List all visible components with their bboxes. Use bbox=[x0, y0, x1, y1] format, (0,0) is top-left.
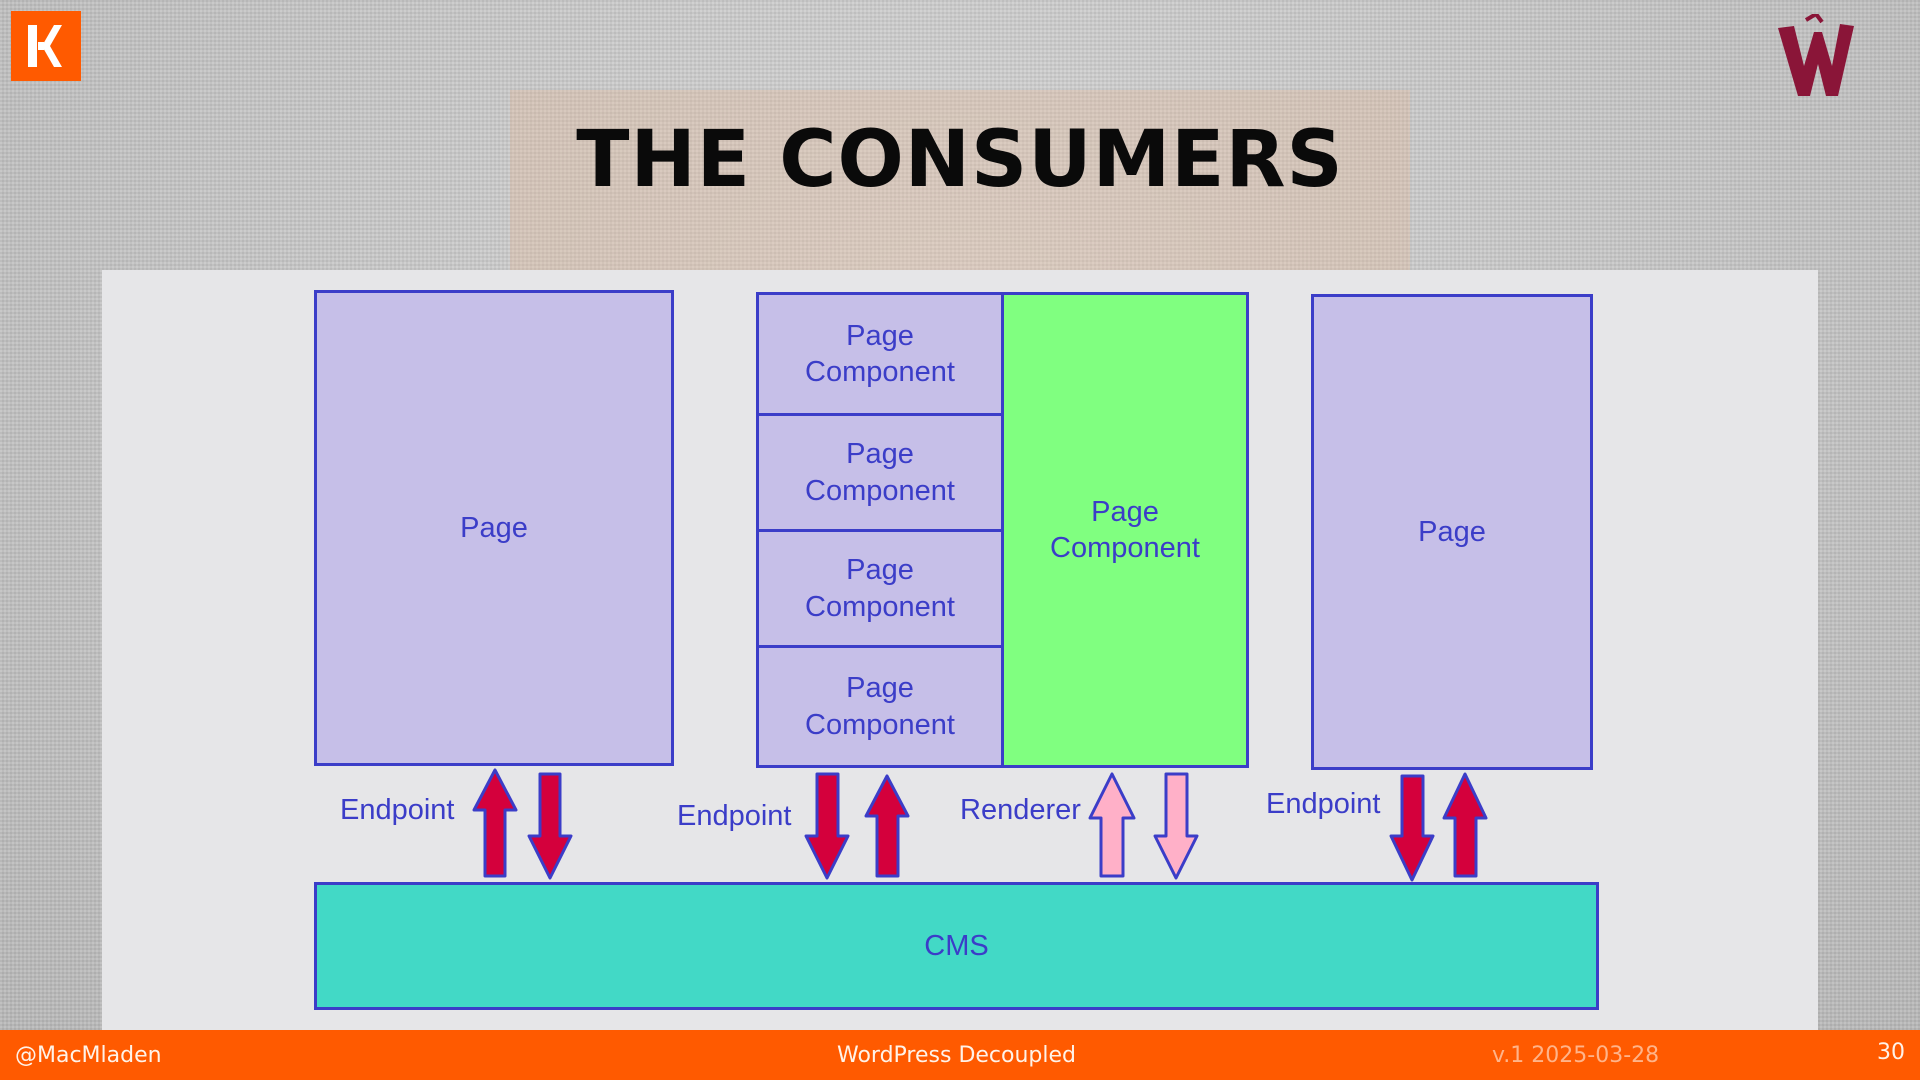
arrow-up-red-4 bbox=[1442, 772, 1488, 878]
footer-page-number: 30 bbox=[1877, 1040, 1905, 1065]
right-page-box: Page bbox=[1311, 294, 1593, 770]
cms-box: CMS bbox=[314, 882, 1599, 1010]
arrow-down-red-1 bbox=[527, 772, 573, 880]
arrow-down-red-4 bbox=[1389, 774, 1435, 882]
arrow-down-red-2 bbox=[804, 772, 850, 880]
renderer-label: Renderer bbox=[960, 794, 1081, 826]
footer-handle: @MacMladen bbox=[15, 1043, 162, 1068]
w-logo-icon bbox=[1778, 14, 1854, 96]
footer-version: v.1 2025-03-28 bbox=[1492, 1043, 1660, 1068]
arrow-up-red-2 bbox=[864, 774, 910, 878]
page-component-label-3: Page Component bbox=[805, 554, 955, 623]
page-component-box-4: Page Component bbox=[756, 645, 1004, 768]
green-page-component-label: Page Component bbox=[1050, 495, 1200, 564]
slide-title: THE CONSUMERS bbox=[576, 115, 1344, 205]
arrow-up-pink bbox=[1088, 772, 1136, 878]
page-component-box-3: Page Component bbox=[756, 529, 1004, 648]
endpoint-label-2: Endpoint bbox=[677, 800, 792, 832]
page-component-box-1: Page Component bbox=[756, 292, 1004, 416]
k-logo-icon bbox=[11, 11, 81, 81]
footer-talk-title: WordPress Decoupled bbox=[837, 1043, 1076, 1068]
endpoint-label-1: Endpoint bbox=[340, 794, 455, 826]
background-watermark bbox=[510, 90, 1410, 290]
page-component-label-2: Page Component bbox=[805, 438, 955, 507]
arrow-up-red-1 bbox=[472, 768, 518, 878]
endpoint-label-3: Endpoint bbox=[1266, 788, 1381, 820]
green-page-component-box: Page Component bbox=[1001, 292, 1249, 768]
cms-label: CMS bbox=[924, 929, 989, 962]
page-component-label-1: Page Component bbox=[805, 319, 955, 388]
left-page-label: Page bbox=[460, 511, 528, 544]
right-page-label: Page bbox=[1418, 515, 1486, 548]
left-page-box: Page bbox=[314, 290, 674, 766]
page-component-box-2: Page Component bbox=[756, 413, 1004, 532]
arrow-down-pink bbox=[1153, 772, 1199, 880]
footer-bar: @MacMladen WordPress Decoupled v.1 2025-… bbox=[0, 1030, 1920, 1080]
page-component-label-4: Page Component bbox=[805, 672, 955, 741]
